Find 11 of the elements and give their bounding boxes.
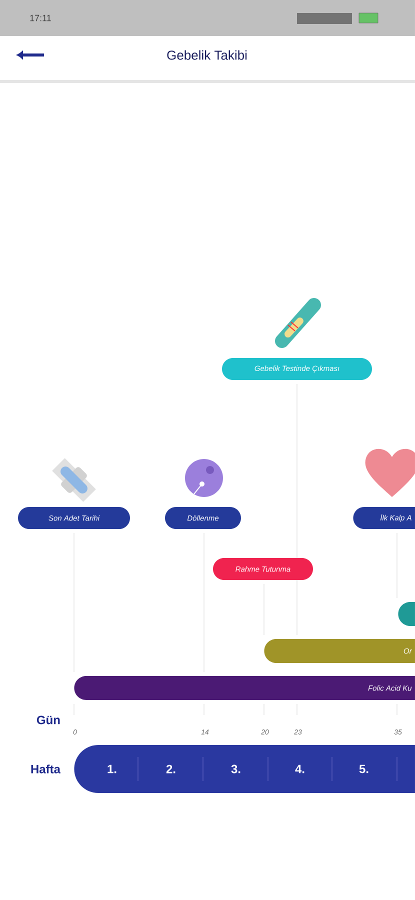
week-number: 3. [231, 764, 240, 774]
week-number: 5. [359, 764, 368, 774]
status-time: 17:11 [30, 14, 51, 22]
axis-title: Gün [36, 716, 60, 724]
week-number: 4. [295, 764, 304, 774]
week-band [74, 745, 415, 793]
week-number: 1. [108, 764, 116, 774]
screen-title: Gebelik Takibi [167, 50, 247, 60]
duration-bar [398, 602, 415, 626]
axis-title: Hafta [31, 764, 61, 774]
week-number: 2. [166, 764, 176, 774]
